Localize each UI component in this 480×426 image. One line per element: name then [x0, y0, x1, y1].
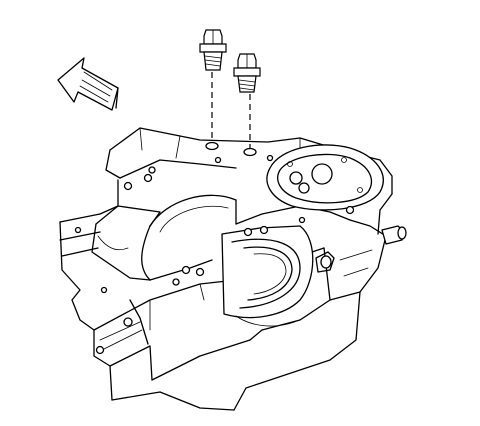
direction-arrow-icon [57, 57, 119, 111]
oil-gallery-plug-left [199, 29, 227, 71]
rail-detail-lines [149, 283, 205, 331]
gallery-hole-left [205, 141, 219, 151]
deck-detail-lines [139, 127, 301, 159]
gallery-hole-right [243, 147, 257, 157]
oil-gallery-plug-right [233, 53, 261, 93]
main-bearing-cap [221, 225, 314, 327]
bolt-holes [74, 154, 355, 355]
oil-pump-mount-face [266, 144, 384, 211]
engine-block-body [59, 127, 393, 411]
side-plug [315, 225, 407, 273]
